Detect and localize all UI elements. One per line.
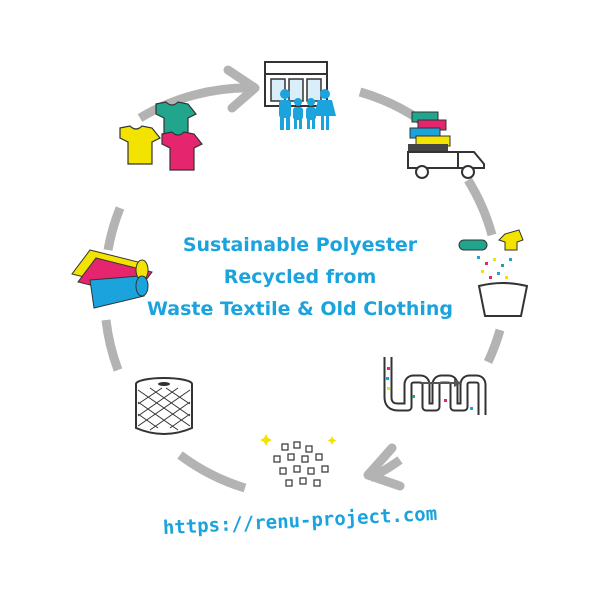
store-family-icon (264, 61, 336, 130)
cycle-ring (101, 83, 505, 493)
shredding-sorting-icon (458, 229, 529, 317)
cycle-arc-top-right (358, 87, 423, 124)
sparkle-icon (260, 434, 272, 446)
tshirts-icon (119, 101, 203, 171)
cycle-arc-right (483, 328, 505, 364)
cycle-arc-bottom-left (177, 451, 247, 493)
fabric-rolls-icon (71, 249, 153, 309)
cycle-arc-left-upper (103, 206, 125, 251)
yarn-bobbin-icon (135, 377, 193, 435)
cycle-arc-right-upper (464, 177, 497, 237)
arrowhead-bottom (363, 443, 405, 491)
diagram-title-line-3: Waste Textile & Old Clothing (146, 298, 453, 320)
chemical-recycling-icon (383, 357, 487, 415)
cycle-arrowheads (223, 65, 405, 491)
cycle-arc-top-left (137, 83, 256, 122)
pellets-icon (260, 434, 337, 487)
diagram-title-line-1: Sustainable Polyester (182, 234, 418, 256)
cycle-arc-left-lower (101, 319, 123, 372)
fiber-fragments (477, 256, 512, 279)
sparkle-icon (327, 436, 337, 445)
truck-clothes-icon (407, 111, 485, 179)
diagram-title-line-2: Recycled from (223, 266, 377, 288)
arrowhead-top (223, 65, 260, 113)
